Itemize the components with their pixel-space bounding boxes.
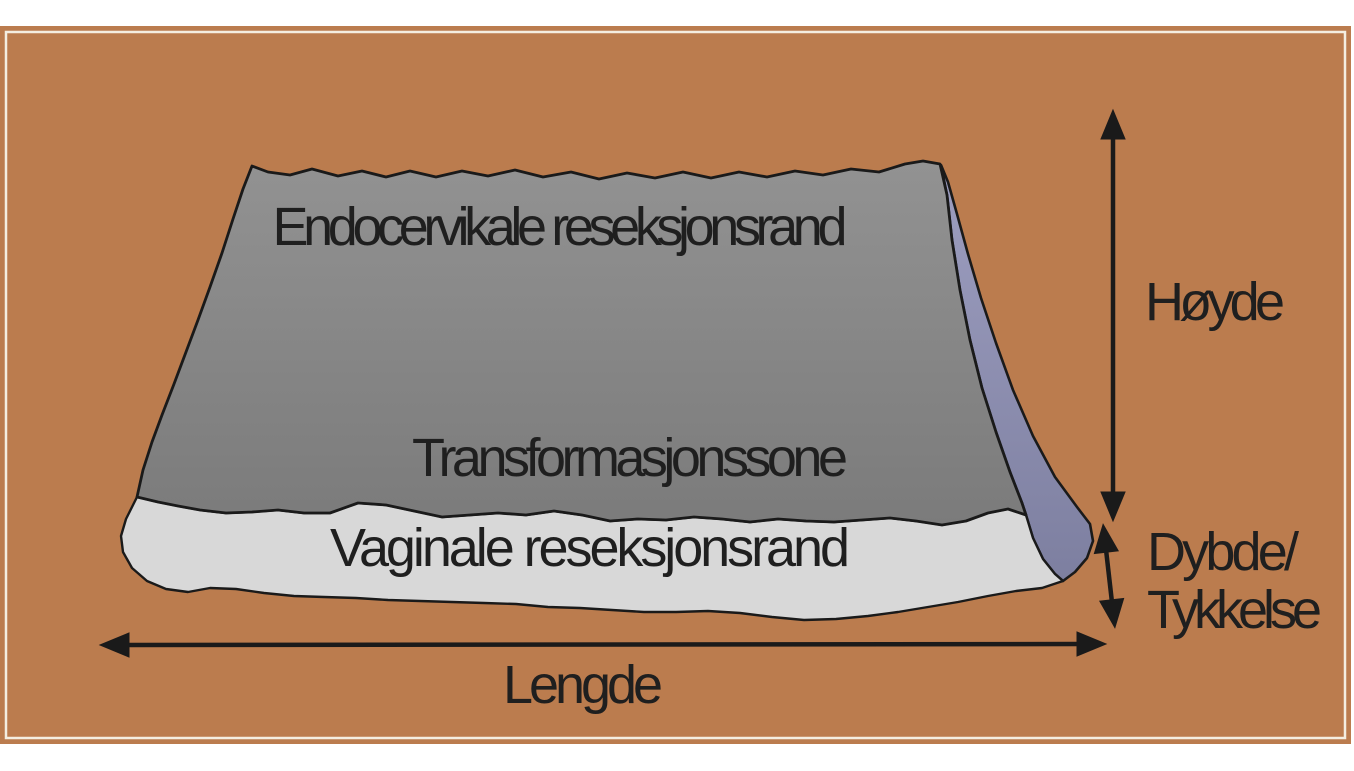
specimen [119,159,1095,622]
labels: Endocervikale reseksjonsrand Transformas… [273,197,1323,715]
inner-border [4,30,1347,740]
arrow-down-icon [1100,491,1126,523]
depth-label-line1: Dybde/ [1147,522,1299,582]
length-arrow [98,631,1108,658]
height-label: Høyde [1145,272,1285,332]
length-label: Lengde [503,655,663,715]
endocervical-margin-label: Endocervikale reseksjonsrand [273,197,848,257]
arrow-left-icon [98,632,130,658]
arrow-right-icon [1076,631,1108,657]
transformation-zone-label: Transformasjonssone [412,428,848,488]
height-arrow [1100,108,1126,523]
depth-label-line2: Tykkelse [1147,580,1322,640]
vaginal-margin-label: Vaginale reseksjonsrand [330,518,850,578]
measurement-arrows [98,108,1126,658]
arrow-up-icon [1100,108,1126,140]
arrow-up-icon [1093,523,1120,555]
depth-arrow [1093,523,1125,629]
endocervical-face [135,159,1028,527]
arrow-down-icon [1098,597,1125,629]
